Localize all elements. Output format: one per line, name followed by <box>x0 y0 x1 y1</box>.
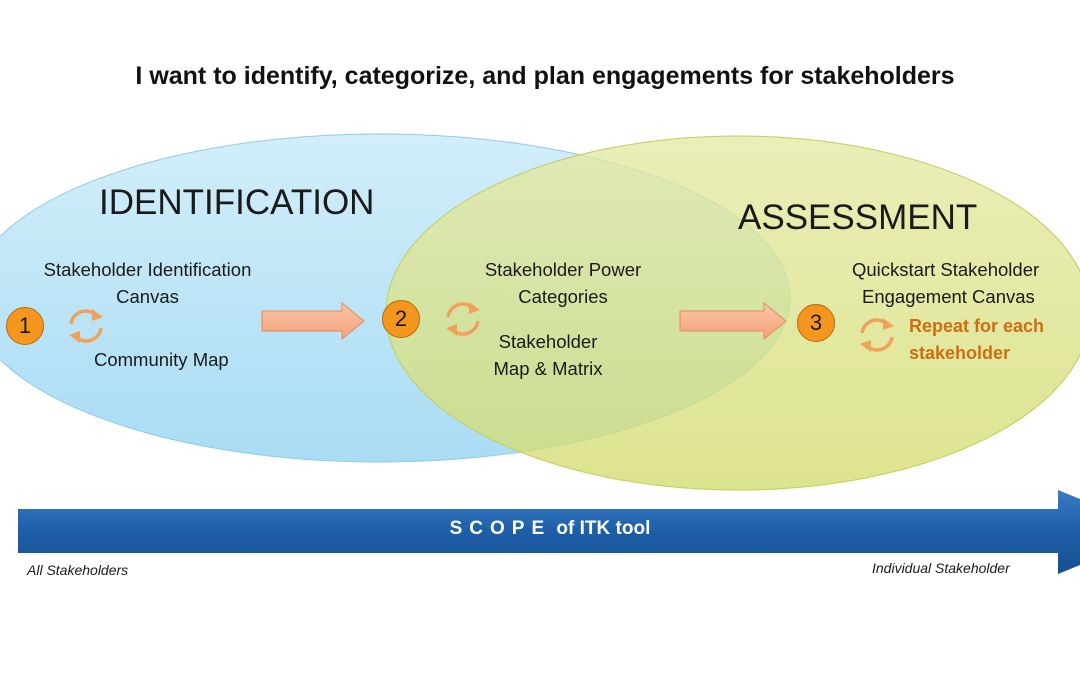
quickstart-canvas-line1: Quickstart Stakeholder <box>852 259 1040 280</box>
flow-arrow-2-to-3 <box>679 301 787 341</box>
map-matrix-line2: Map & Matrix <box>493 358 603 379</box>
repeat-note-line2: stakeholder <box>909 343 1011 363</box>
cycle-icon <box>446 302 480 336</box>
map-matrix-label: Stakeholder Map & Matrix <box>478 328 618 382</box>
step-1-badge: 1 <box>6 307 44 345</box>
identification-heading: IDENTIFICATION <box>99 183 375 222</box>
page-title: I want to identify, categorize, and plan… <box>135 62 955 90</box>
identification-canvas-line2: Canvas <box>116 286 179 307</box>
scope-arrow <box>18 490 1080 574</box>
community-map-label: Community Map <box>94 349 229 370</box>
step-2-badge: 2 <box>382 300 420 338</box>
scope-rest: of ITK tool <box>551 518 651 539</box>
repeat-note: Repeat for each stakeholder <box>909 313 1044 367</box>
power-categories-label: Stakeholder Power Categories <box>463 256 663 310</box>
cycle-icon <box>69 309 103 343</box>
quickstart-canvas-line2: Engagement Canvas <box>862 286 1035 307</box>
scope-right-label: Individual Stakeholder <box>872 560 1010 576</box>
flow-arrow-1-to-2 <box>261 301 365 341</box>
scope-left-label: All Stakeholders <box>27 562 129 578</box>
power-categories-line2: Categories <box>518 286 608 307</box>
scope-label: SCOPE of ITK tool <box>0 518 1080 540</box>
quickstart-canvas-label: Quickstart Stakeholder Engagement Canvas <box>852 256 1039 310</box>
identification-canvas-line1: Stakeholder Identification <box>43 259 252 280</box>
power-categories-line1: Stakeholder Power <box>484 259 642 280</box>
cycle-icon <box>860 318 894 352</box>
map-matrix-line1: Stakeholder <box>498 331 598 352</box>
identification-canvas-label: Stakeholder Identification Canvas <box>20 256 275 310</box>
repeat-note-line1: Repeat for each <box>909 316 1045 336</box>
scope-spaced-word: SCOPE <box>449 518 552 539</box>
assessment-heading: ASSESSMENT <box>738 198 978 237</box>
step-3-badge: 3 <box>797 304 835 342</box>
